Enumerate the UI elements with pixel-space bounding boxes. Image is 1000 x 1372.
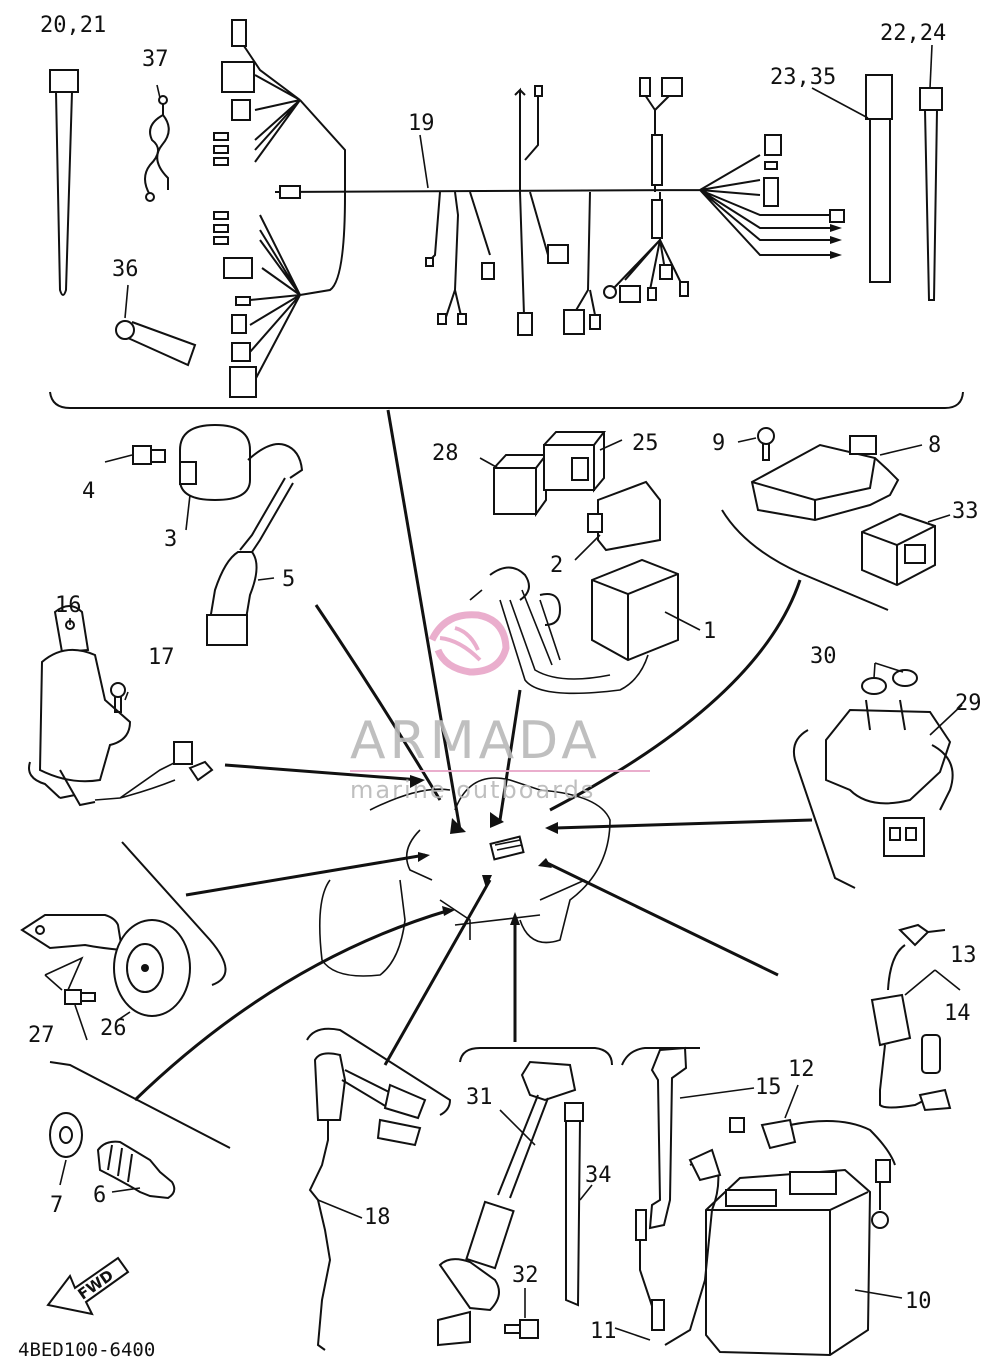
callout-16: 16 xyxy=(55,593,82,618)
relay-33 xyxy=(861,512,936,587)
callout-19: 19 xyxy=(408,111,435,136)
band-36 xyxy=(115,320,197,367)
coupler-2 xyxy=(587,480,661,552)
starter-group-bracket xyxy=(792,729,856,889)
screw-17 xyxy=(110,682,126,713)
callout-30: 30 xyxy=(810,644,837,669)
battery-group-bracket xyxy=(621,1047,700,1066)
watermark-tagline: marine outboards xyxy=(350,776,595,804)
relay-25 xyxy=(543,431,607,493)
callout-18: 18 xyxy=(364,1205,391,1230)
bolt-27 xyxy=(64,989,96,1005)
relay-28 xyxy=(493,454,549,518)
callout-37: 37 xyxy=(142,47,169,72)
cable-tie-23-35 xyxy=(865,74,893,283)
horn-26 xyxy=(20,914,191,1017)
callout-32: 32 xyxy=(512,1263,539,1288)
sidestand-group-bracket xyxy=(459,1047,613,1066)
callout-31: 31 xyxy=(466,1085,493,1110)
callout-29: 29 xyxy=(955,691,982,716)
callout-34: 34 xyxy=(585,1163,612,1188)
battery-lead-11 xyxy=(635,1148,722,1346)
callout-leaders xyxy=(59,44,963,1341)
relay-1 xyxy=(591,558,679,662)
gasket-7 xyxy=(49,1112,83,1158)
sensor-18 xyxy=(308,1052,427,1351)
callout-23-35: 23,35 xyxy=(770,65,836,90)
callout-1: 1 xyxy=(703,619,716,644)
callout-17: 17 xyxy=(148,645,175,670)
cable-tie-22-24 xyxy=(919,87,943,301)
neutral-switch-6 xyxy=(96,1140,176,1200)
clamp-37 xyxy=(144,100,170,196)
screw-9 xyxy=(757,427,775,461)
bolt-4 xyxy=(132,445,166,465)
rectifier-regulator-8 xyxy=(750,435,900,522)
horn-group-bracket xyxy=(121,841,227,986)
callout-22-24: 22,24 xyxy=(880,21,946,46)
callout-33: 33 xyxy=(952,499,979,524)
callout-11: 11 xyxy=(590,1319,617,1344)
callout-20-21: 20,21 xyxy=(40,13,106,38)
callout-9: 9 xyxy=(712,431,725,456)
neutral-group-bracket xyxy=(49,1061,231,1149)
callout-26: 26 xyxy=(100,1016,127,1041)
callout-6: 6 xyxy=(93,1183,106,1208)
sensor-group-bracket xyxy=(306,1027,452,1116)
relay-wire-bundle xyxy=(469,589,649,695)
harness-group-bracket xyxy=(49,391,964,409)
bolt-32 xyxy=(504,1319,539,1339)
pointer-arrows xyxy=(133,409,813,1102)
callout-4: 4 xyxy=(82,479,95,504)
callout-27: 27 xyxy=(28,1023,55,1048)
main-switch-16 xyxy=(28,605,214,807)
wire-harness-19 xyxy=(213,19,845,398)
forward-direction-arrow: FWD xyxy=(46,1256,130,1316)
battery-band-15 xyxy=(648,1046,688,1230)
cable-tie-20-21 xyxy=(49,69,79,296)
callout-8: 8 xyxy=(928,433,941,458)
callout-2: 2 xyxy=(550,553,563,578)
callout-13: 13 xyxy=(950,943,977,968)
sidestand-switch-31 xyxy=(437,1060,577,1347)
battery-lead-12 xyxy=(729,1117,896,1229)
callout-7: 7 xyxy=(50,1193,63,1218)
cable-tie-34 xyxy=(564,1102,584,1307)
rectifier-group-bracket xyxy=(721,509,889,611)
battery-10 xyxy=(705,1168,872,1357)
watermark-logo-icon xyxy=(428,611,510,676)
callout-12: 12 xyxy=(788,1057,815,1082)
callout-14: 14 xyxy=(944,1001,971,1026)
callout-labels: 1 2 3 4 5 6 7 8 9 10 11 12 13 14 15 16 1… xyxy=(28,13,982,1344)
callout-36: 36 xyxy=(112,257,139,282)
watermark-brand: ARMADA xyxy=(350,711,601,771)
nuts-30 xyxy=(861,669,918,695)
callout-15: 15 xyxy=(755,1075,782,1100)
watermark: ARMADA marine outboards xyxy=(350,611,650,804)
diagram-code: 4BED100-6400 xyxy=(18,1339,155,1361)
frame-outline xyxy=(318,777,611,977)
starter-relay-29 xyxy=(825,699,954,857)
spark-plug-cap-5 xyxy=(206,551,258,646)
sensor-14 xyxy=(921,1034,941,1074)
callout-28: 28 xyxy=(432,441,459,466)
callout-25: 25 xyxy=(632,431,659,456)
callout-5: 5 xyxy=(282,567,295,592)
sensor-13 xyxy=(870,923,952,1112)
ignition-coil-3 xyxy=(179,423,304,559)
callout-10: 10 xyxy=(905,1289,932,1314)
callout-3: 3 xyxy=(164,527,177,552)
